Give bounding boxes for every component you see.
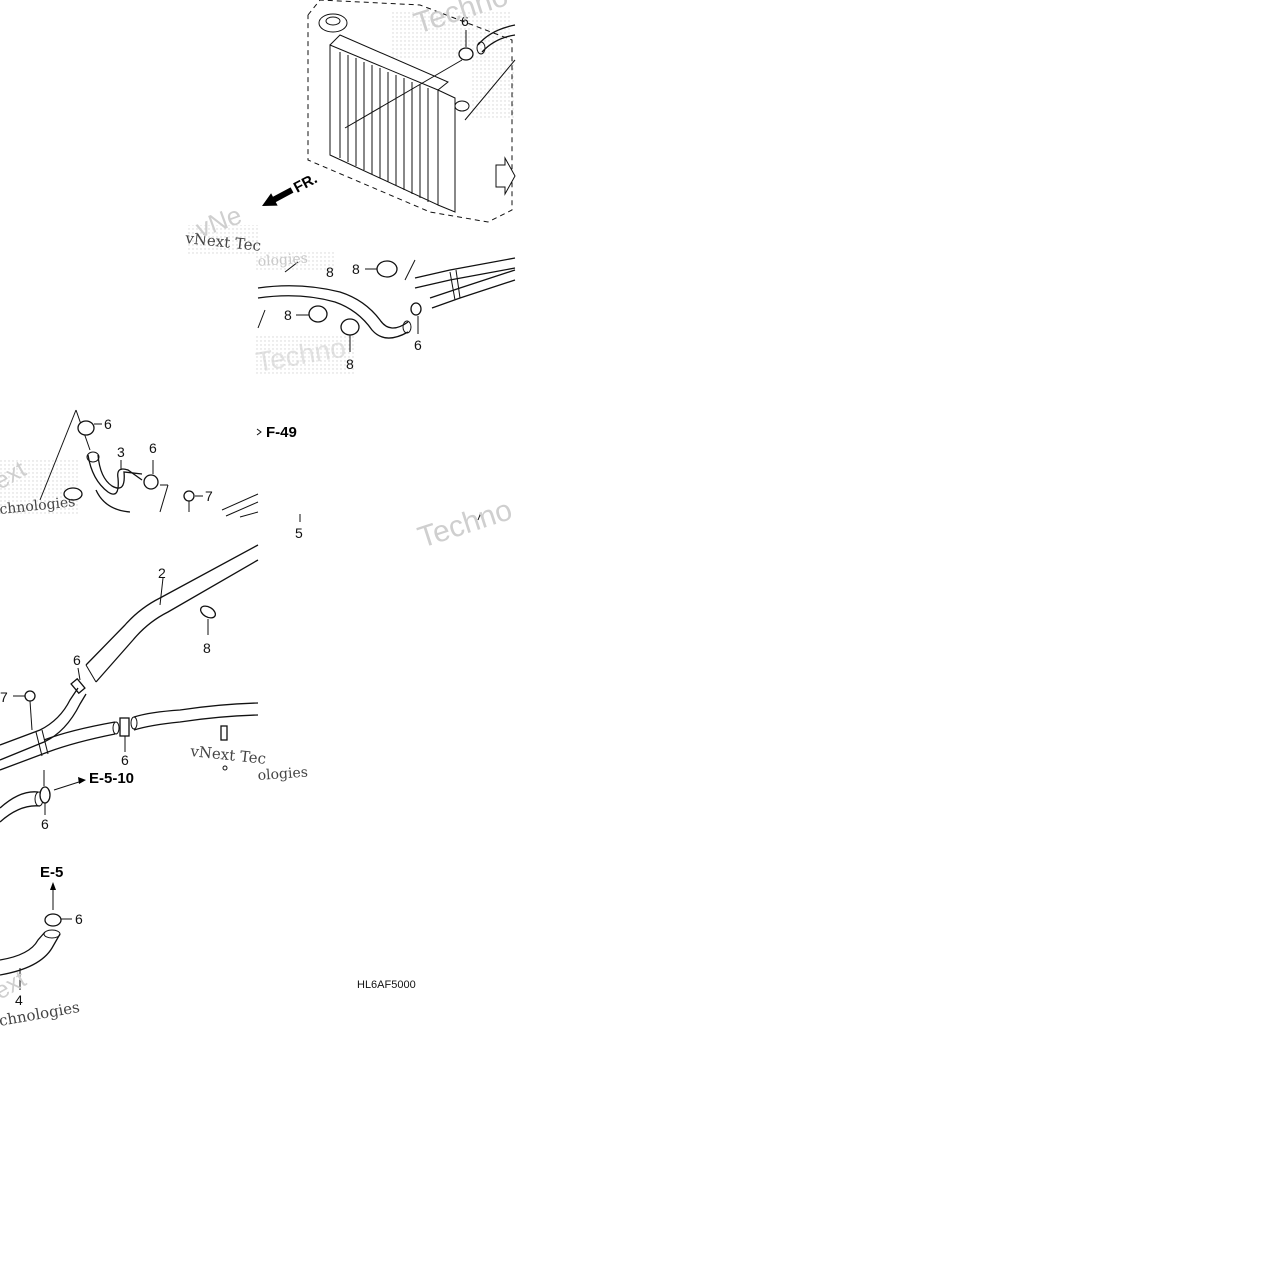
watermark-texture	[0, 12, 515, 515]
radiator-core	[329, 44, 439, 206]
callout-label: 8	[326, 264, 334, 280]
hose-clamp-icon	[199, 605, 217, 619]
hose-clamp-icon	[410, 302, 422, 316]
callout-label: 5	[295, 525, 303, 541]
callout-label: 6	[461, 13, 469, 29]
hose-clamp-icon	[39, 786, 51, 804]
reference-arrow-icon	[256, 428, 262, 436]
left-upper-detail: 6 3 6 7	[39, 409, 259, 518]
radiator-side-tank	[437, 89, 456, 213]
callout-label: 8	[284, 307, 292, 323]
hose-clamp-icon	[63, 487, 83, 501]
watermark-text: ologies	[257, 765, 308, 784]
callout-label: 3	[117, 444, 125, 460]
pipe-y-branch	[0, 687, 79, 746]
hose-clamp-icon	[340, 318, 360, 336]
hose-clamp-icon	[220, 725, 228, 741]
hose-clamp-icon	[70, 677, 86, 695]
callout-label: 6	[41, 816, 49, 832]
hose-clamp-icon	[458, 47, 474, 61]
callout-label: 6	[149, 440, 157, 456]
bolt-icon	[24, 690, 36, 702]
callout-label: 4	[15, 992, 23, 1008]
hose-2	[85, 544, 259, 666]
radiator-dashed-outline	[307, 0, 513, 223]
reference-f49: F-49	[256, 424, 297, 441]
drawing-code: HL6AF5000	[357, 979, 416, 991]
hose-clamp-icon	[77, 420, 95, 436]
hose-long-right	[133, 702, 259, 718]
reference-label: F-49	[266, 424, 297, 441]
callout-label: 2	[158, 565, 166, 581]
hose-4	[0, 931, 46, 961]
front-label: FR.	[291, 170, 320, 196]
reference-label: E-5-10	[89, 770, 134, 787]
bottom-hose-detail: E-5 6 4	[0, 864, 83, 1008]
callout-label: 7	[205, 488, 213, 504]
middle-hose-detail: 8 8 8 8 6 8	[257, 257, 516, 372]
radiator-outlet-pipe	[454, 100, 470, 112]
callout-label: 8	[346, 356, 354, 372]
watermark-text: Techno	[414, 493, 516, 554]
callout-label: 6	[73, 652, 81, 668]
reference-arrow-icon	[50, 882, 56, 890]
hose-connector-icon	[119, 717, 130, 737]
bolt-icon	[183, 490, 195, 502]
callout-label: 6	[121, 752, 129, 768]
front-arrow-icon	[262, 187, 294, 206]
radiator-fins	[339, 52, 429, 202]
hose-clamp-icon	[308, 305, 328, 323]
hose-lower-left	[0, 791, 39, 809]
lower-hose-detail: 2 8 6 7 6	[0, 544, 259, 832]
hose-segment	[257, 285, 409, 329]
watermark-text: chnologies	[0, 494, 76, 518]
hose-clamp-icon	[44, 913, 62, 927]
watermark-text: chnologies	[0, 998, 81, 1030]
radiator-assembly: 6	[307, 0, 516, 223]
callout-label: 8	[352, 261, 360, 277]
radiator-cap-icon	[318, 13, 348, 33]
callout-label: 7	[0, 689, 8, 705]
callout-label: 6	[414, 337, 422, 353]
reference-label: E-5	[40, 864, 63, 881]
callout-label: 6	[75, 911, 83, 927]
part-5-label: 5	[295, 514, 485, 541]
direction-arrow-icon	[495, 156, 516, 196]
hose-clamp-icon	[143, 474, 159, 490]
front-indicator: FR.	[262, 170, 320, 206]
reference-arrow-icon	[78, 777, 86, 784]
watermark-text: vNext Tec	[189, 742, 267, 768]
callout-label: 8	[203, 640, 211, 656]
watermark-text: ologies	[257, 251, 308, 270]
callout-label: 6	[104, 416, 112, 432]
hose-clamp-icon	[376, 260, 398, 278]
